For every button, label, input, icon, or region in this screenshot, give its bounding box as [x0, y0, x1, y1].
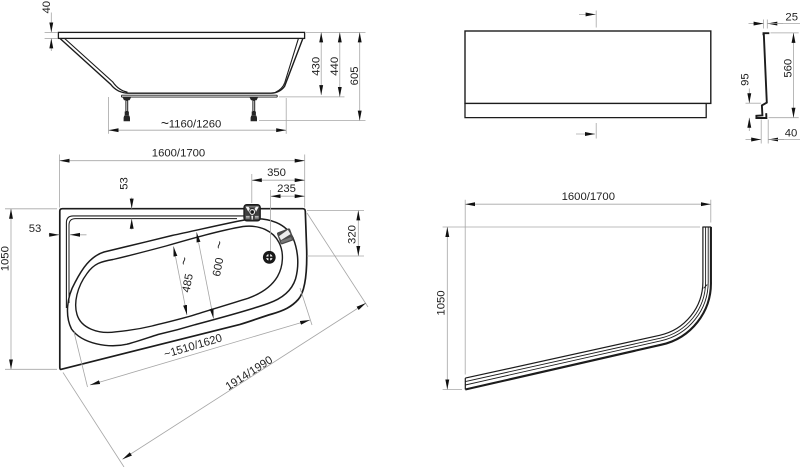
svg-text:1050: 1050 [435, 290, 447, 315]
svg-text:~: ~ [175, 255, 192, 266]
svg-text:320: 320 [347, 225, 359, 244]
svg-text:53: 53 [119, 177, 131, 190]
svg-text:440: 440 [329, 57, 341, 76]
svg-text:40: 40 [785, 127, 798, 139]
svg-text:560: 560 [783, 59, 795, 78]
svg-text:~: ~ [210, 239, 227, 250]
svg-text:1050: 1050 [0, 246, 11, 271]
svg-text:350: 350 [267, 167, 286, 179]
svg-text:1600/1700: 1600/1700 [152, 147, 205, 159]
svg-text:605: 605 [349, 66, 361, 85]
svg-text:95: 95 [739, 73, 751, 86]
svg-text:1600/1700: 1600/1700 [562, 191, 615, 203]
svg-text:600: 600 [211, 257, 226, 278]
svg-text:25: 25 [785, 11, 798, 23]
svg-text:235: 235 [277, 183, 296, 195]
svg-text:40: 40 [41, 1, 53, 14]
svg-text:430: 430 [310, 57, 322, 76]
svg-text:~: ~ [161, 115, 169, 131]
svg-text:1160/1260: 1160/1260 [169, 119, 222, 131]
svg-text:53: 53 [29, 223, 42, 235]
svg-text:485: 485 [180, 273, 195, 294]
